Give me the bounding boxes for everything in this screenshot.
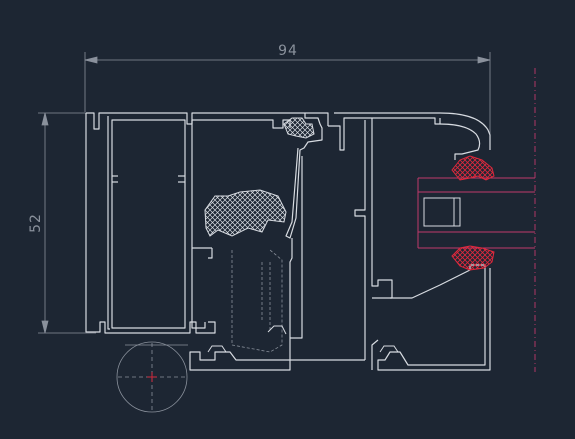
hidden-hardware-slots [261, 262, 271, 330]
width-arrow-left [84, 56, 98, 64]
width-dimension [84, 52, 491, 135]
height-arrow-bottom [41, 320, 49, 334]
sash-connector [289, 238, 293, 338]
spacer-bar [423, 197, 455, 227]
bottom-seal-2 [379, 345, 399, 353]
frame-wall-left [107, 116, 110, 330]
width-arrow-right [477, 56, 491, 64]
glass-spacer [423, 197, 461, 227]
sash-inner-wall [354, 120, 366, 360]
sash-bottom-lip [371, 339, 379, 370]
hidden-lines [231, 249, 283, 353]
hinge-marker [147, 372, 157, 382]
height-arrow-top [41, 112, 49, 126]
top-gasket-hatched [283, 117, 315, 139]
bottom-seal-3 [267, 325, 287, 335]
frame-chamber-main [111, 119, 186, 329]
glass-unit [417, 177, 535, 249]
frame-inner-hook [208, 248, 213, 259]
frame-chamber-top [192, 119, 290, 129]
glazing-gasket-top [451, 155, 495, 181]
central-gasket-hatched [204, 189, 287, 237]
frame-bottom-rail [189, 351, 291, 371]
height-dimension [38, 112, 96, 334]
glazing-bead-top [439, 123, 481, 160]
height-dimension-label: 52 [28, 213, 44, 233]
sash-mullion [371, 118, 393, 299]
glazing-gasket-bottom [451, 245, 495, 271]
sash-outer-top [334, 112, 491, 150]
sash-web [289, 156, 365, 361]
spacer-end [454, 197, 461, 227]
width-dimension-label: 94 [278, 43, 298, 59]
bottom-seal-details [207, 325, 399, 353]
outer-frame-profile [85, 112, 329, 334]
glass-panes [418, 177, 535, 249]
sash-top-rail [328, 117, 441, 151]
frame-chamber-left-wall [191, 120, 206, 329]
sash-bottom [377, 264, 491, 371]
hidden-hardware-body [231, 249, 283, 353]
hinge-hardware-outline [116, 341, 188, 413]
sash-profile [189, 112, 491, 371]
bottom-seal-1 [207, 345, 227, 353]
frame-outline [85, 112, 329, 334]
hinge-circle [116, 341, 188, 413]
